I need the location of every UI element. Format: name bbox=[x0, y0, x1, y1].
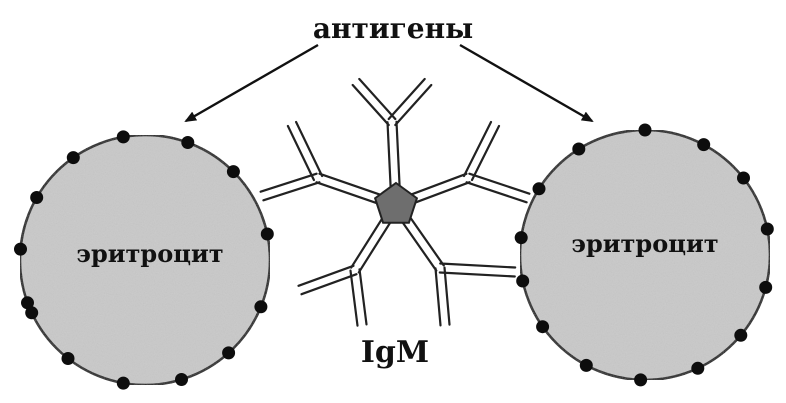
igm-pentamer bbox=[261, 79, 530, 326]
right-antigen-dot bbox=[572, 143, 585, 156]
left-antigen-dot bbox=[67, 151, 80, 164]
antigens-label: антигены bbox=[313, 12, 473, 45]
igm-fab-arm bbox=[299, 266, 354, 286]
left-antigen-dot bbox=[175, 373, 188, 386]
igm-fab-arm bbox=[360, 269, 367, 324]
right-cell-label: эритроцит bbox=[571, 229, 718, 258]
igm-fab-arm bbox=[263, 182, 319, 200]
igm-fab-arm bbox=[440, 273, 515, 277]
left-antigen-dot bbox=[117, 130, 130, 143]
left-antigen-dot bbox=[222, 346, 235, 359]
right-antigen-dot bbox=[761, 223, 774, 236]
right-antigen-dot bbox=[691, 362, 704, 375]
arrow-to-left-cell bbox=[186, 45, 318, 121]
right-antigen-dot bbox=[759, 281, 772, 294]
igm-fab-arm bbox=[261, 174, 317, 192]
arrow-to-right-cell bbox=[460, 45, 592, 121]
igm-fab-arm bbox=[302, 274, 357, 294]
right-antigen-dot bbox=[536, 320, 549, 333]
left-antigen-dot bbox=[62, 352, 75, 365]
right-antigen-dot bbox=[639, 124, 652, 137]
igm-fab-arm bbox=[440, 264, 515, 268]
right-antigen-dot bbox=[634, 373, 647, 386]
right-antigen-dot bbox=[697, 138, 710, 151]
right-antigen-dot bbox=[516, 275, 529, 288]
left-antigen-dot bbox=[254, 300, 267, 313]
left-antigen-dot bbox=[117, 377, 130, 390]
right-antigen-dot bbox=[580, 359, 593, 372]
left-antigen-dot bbox=[30, 191, 43, 204]
igm-label: IgM bbox=[361, 335, 429, 370]
igm-fab-arm bbox=[436, 268, 441, 325]
igm-fab-arm bbox=[351, 271, 358, 326]
igm-pentagon-core bbox=[375, 183, 417, 223]
igm-fab-arm bbox=[467, 182, 527, 202]
left-antigen-dot bbox=[261, 228, 274, 241]
left-antigen-dot bbox=[14, 243, 27, 256]
left-antigen-dot bbox=[25, 306, 38, 319]
right-antigen-dot bbox=[734, 329, 747, 342]
left-antigen-dot bbox=[181, 136, 194, 149]
left-antigen-dot bbox=[227, 165, 240, 178]
igm-fab-arm bbox=[469, 174, 529, 194]
left-cell-label: эритроцит bbox=[76, 239, 223, 268]
right-antigen-dot bbox=[737, 172, 750, 185]
igm-fab-arm bbox=[445, 268, 450, 325]
right-antigen-dot bbox=[533, 182, 546, 195]
right-antigen-dot bbox=[515, 231, 528, 244]
